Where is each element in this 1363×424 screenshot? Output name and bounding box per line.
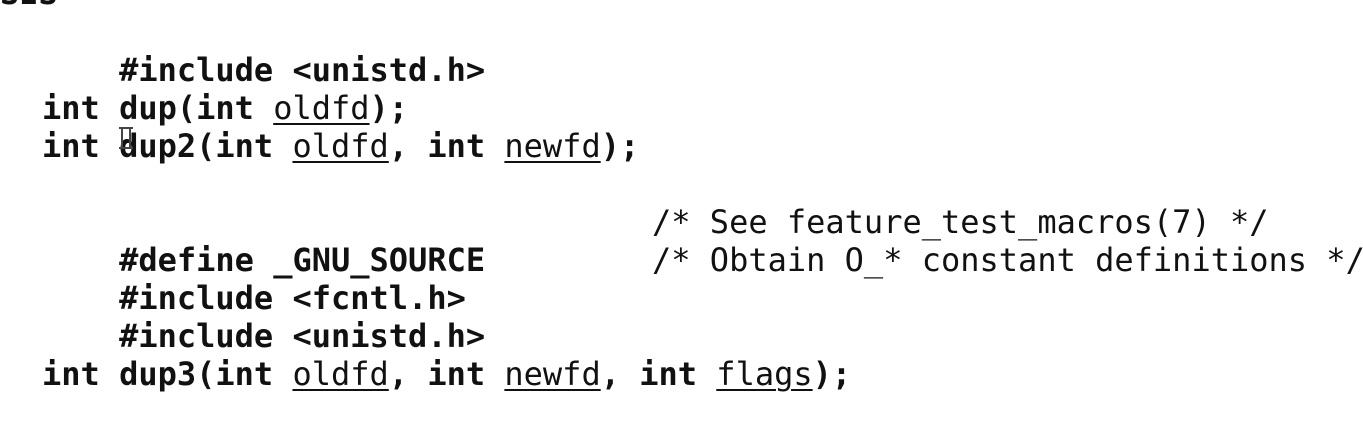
code-text: );	[812, 355, 852, 393]
code-text: );	[369, 89, 409, 127]
code-line-dup3: int dup3(int oldfd, int newfd, int flags…	[42, 355, 851, 393]
code-text: #include <unistd.h>	[119, 317, 486, 355]
code-line-dup: int dup(int oldfd);	[42, 89, 408, 127]
code-line-dup2: int dup2(int oldfd, int newfd);	[42, 127, 639, 165]
code-comment: /* See feature_test_macros(7) */	[652, 203, 1269, 241]
code-line-include-unistd-2: #include <unistd.h>	[42, 279, 485, 355]
code-text: #include <fcntl.h>	[119, 279, 466, 317]
param-oldfd: oldfd	[273, 89, 370, 127]
code-text: , int	[600, 355, 717, 393]
code-text: int dup(int	[42, 89, 274, 127]
param-oldfd: oldfd	[292, 355, 389, 393]
code-line-include-unistd: #include <unistd.h>	[42, 13, 485, 89]
code-text: , int	[388, 127, 505, 165]
code-text: int dup2(int	[42, 127, 293, 165]
code-text: , int	[388, 355, 505, 393]
code-line-include-fcntl: #include <fcntl.h>	[42, 241, 466, 317]
code-text: #define _GNU_SOURCE	[119, 241, 486, 279]
param-oldfd: oldfd	[292, 127, 389, 165]
code-text: );	[600, 127, 640, 165]
param-newfd: newfd	[504, 127, 601, 165]
param-flags: flags	[716, 355, 813, 393]
code-text: #include <unistd.h>	[119, 51, 486, 89]
clipped-section-heading: SIS	[0, 0, 58, 12]
param-newfd: newfd	[504, 355, 601, 393]
code-comment: /* Obtain O_* constant definitions */	[652, 241, 1363, 279]
code-text: int dup3(int	[42, 355, 293, 393]
code-line-define-gnu-source: #define _GNU_SOURCE	[42, 203, 485, 279]
